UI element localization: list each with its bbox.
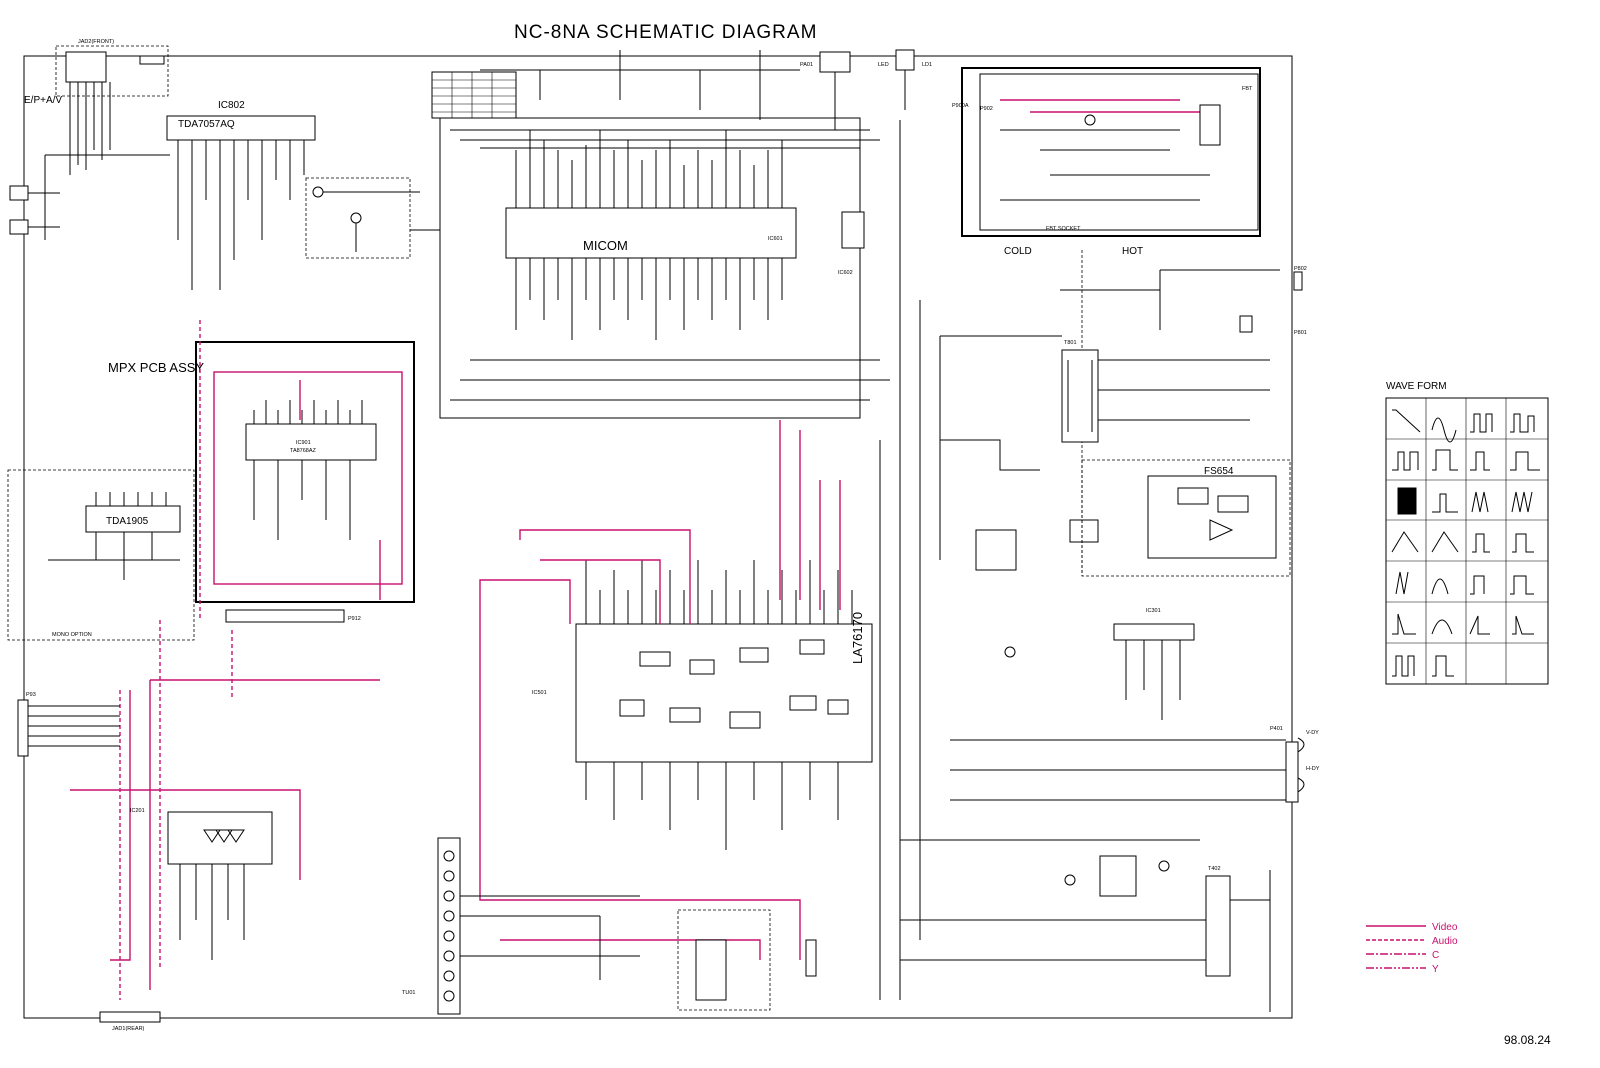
micom-top-pins [515, 130, 783, 208]
fbt-socket-inner [979, 73, 1259, 231]
fbt-socket-frame [961, 67, 1261, 237]
wave-form-traces [1391, 409, 1540, 677]
jad1-label: JAD1(REAR) [112, 1026, 145, 1032]
diagram-title: NC-8NA SCHEMATIC DIAGRAM [514, 22, 817, 43]
micom-body [505, 207, 797, 259]
ic601-label: IC601 [768, 236, 783, 242]
p401-connector: P401 V-DY H-DY [1270, 726, 1320, 803]
micom-label: MICOM [583, 238, 628, 253]
jad2-box [55, 45, 169, 97]
tuner-option-box [677, 909, 771, 1011]
ic301: IC301 [1113, 608, 1195, 720]
p93-label: P93 [26, 692, 36, 698]
la76170-pins [585, 560, 853, 850]
led-label: LED [878, 62, 889, 68]
ic901-part: TA8768AZ [290, 448, 317, 454]
legend-c: C [1432, 950, 1439, 961]
signal-legend: Video Audio C Y [1366, 922, 1458, 975]
mono-option-box [7, 469, 195, 641]
mpx-frame [195, 341, 415, 603]
ic301-label: IC301 [1146, 608, 1161, 614]
ic901-label: IC901 [296, 440, 311, 446]
p802-label: P802 [1294, 266, 1307, 272]
wave-form-grid [1385, 397, 1549, 685]
audio-option-parts [312, 186, 440, 252]
jad2-label: JAD2(FRONT) [78, 39, 114, 45]
ld1-label: LD1 [922, 62, 932, 68]
epha-label: E/P+A/V [24, 95, 62, 106]
micom-bottom-pins [515, 258, 783, 340]
p912: P912 [225, 609, 361, 623]
ic201: IC201 [130, 808, 273, 960]
speaker-connectors [9, 154, 170, 240]
h-dy-label: H-DY [1306, 766, 1320, 772]
p900a-label: P900A [952, 103, 969, 109]
fs654: FS654 [1147, 466, 1277, 559]
mono-option-label: MONO OPTION [52, 632, 92, 638]
wave-form-title: WAVE FORM [1386, 381, 1447, 392]
led-module: LED LD1 [878, 49, 932, 110]
tuner-tu01: TU01 [402, 837, 461, 1015]
fs654-label: FS654 [1204, 466, 1234, 477]
p93-connector: P93 [17, 692, 120, 757]
fbt-socket-wiring [1000, 99, 1221, 201]
fbt-label: FBT [1242, 86, 1253, 92]
ic602-label: IC602 [838, 270, 853, 276]
ic201-label: IC201 [130, 808, 145, 814]
tu01-label: TU01 [402, 990, 415, 996]
audio-signal-traces [119, 320, 233, 1000]
tda1905-label: TDA1905 [106, 516, 149, 527]
p801-label: P801 [1294, 330, 1307, 336]
audio-option-box [305, 177, 411, 259]
p401-label: P401 [1270, 726, 1283, 732]
tda1905: TDA1905 [48, 492, 181, 580]
mpx-label: MPX PCB ASSY [108, 360, 204, 375]
pa01-module: PA01 [800, 51, 851, 130]
p912-label: P912 [348, 616, 361, 622]
t801-label: T801 [1064, 340, 1077, 346]
pa01-label: PA01 [800, 62, 813, 68]
ic501-label: IC501 [532, 690, 547, 696]
legend-video: Video [1432, 922, 1458, 933]
cold-label: COLD [1004, 246, 1032, 257]
option-table [431, 71, 517, 119]
hot-label: HOT [1122, 246, 1143, 257]
legend-audio: Audio [1432, 936, 1458, 947]
jad2-connector [65, 51, 165, 175]
fbt-socket-label: FBT SOCKET [1046, 226, 1081, 232]
ic802-pins [177, 140, 305, 290]
tuner-option-ic [695, 939, 727, 1001]
t402-transformer: T402 [1205, 866, 1231, 977]
t801-transformer: T801 [1061, 340, 1099, 443]
legend-y: Y [1432, 964, 1439, 975]
diagram-date: 98.08.24 [1504, 1033, 1551, 1047]
main-frame [23, 55, 1293, 1019]
mpx-audio-trace [213, 371, 403, 585]
power-wiring [939, 269, 1303, 571]
ic802-part: TDA7057AQ [178, 119, 235, 130]
tuner-wiring [460, 895, 817, 980]
v-dy-label: V-DY [1306, 730, 1319, 736]
ic802-body [166, 115, 316, 141]
ic602: IC602 [838, 211, 865, 276]
micom-bus-wiring [439, 50, 890, 419]
p902-label: P902 [980, 106, 993, 112]
la76170-label: LA76170 [850, 612, 865, 664]
ic802-label: IC802 [218, 100, 245, 111]
la76170: IC501 LA76170 [532, 612, 873, 763]
t402-label: T402 [1208, 866, 1221, 872]
ic901: IC901 TA8768AZ [245, 400, 377, 540]
jad1-connector: JAD1(REAR) [99, 1011, 161, 1032]
fs654-region [1081, 459, 1291, 577]
deflection-wiring [879, 120, 1286, 1012]
video-signal-traces [70, 380, 841, 990]
